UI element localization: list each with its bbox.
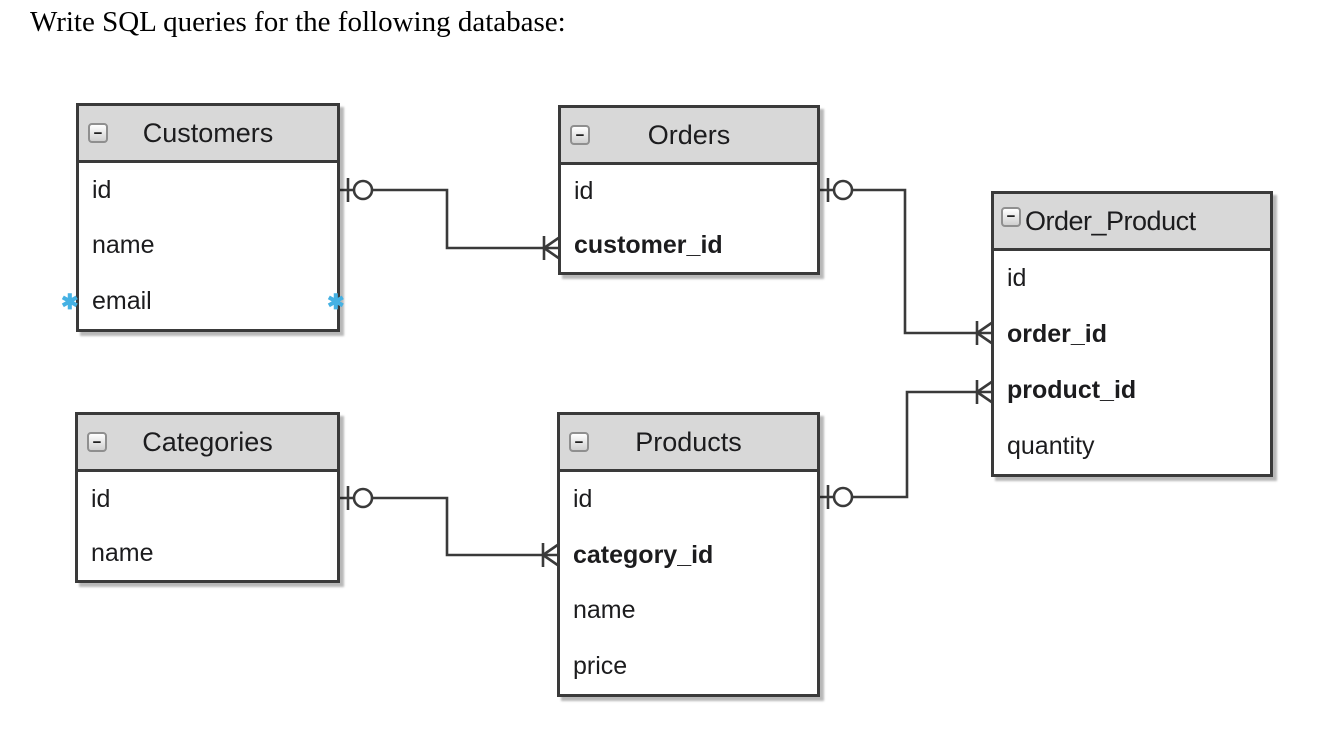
table-title: Orders	[647, 119, 731, 150]
field-row-name[interactable]: name	[573, 596, 636, 625]
relationship-products-orderproduct	[818, 379, 994, 509]
selection-asterisk-left: ✱	[61, 291, 79, 314]
relationship-categories-products	[338, 486, 560, 568]
table-title: Products	[635, 426, 742, 457]
collapse-icon[interactable]: −	[88, 123, 108, 143]
connector-line	[818, 188, 977, 335]
table-title: Categories	[142, 426, 273, 457]
relationship-orders-orderproduct	[818, 178, 994, 346]
collapse-icon[interactable]: −	[87, 432, 107, 452]
field-row-category-id[interactable]: category_id	[573, 540, 714, 569]
table-customers-header[interactable]: − Customers	[79, 106, 337, 163]
field-row-id[interactable]: id	[1007, 264, 1027, 293]
crow-foot	[976, 320, 994, 346]
connector-line	[338, 496, 543, 557]
crow-foot	[543, 235, 561, 261]
zero-circle	[832, 179, 854, 201]
relationship-customers-orders	[338, 178, 561, 261]
crow-foot	[542, 542, 560, 568]
field-row-id[interactable]: id	[573, 485, 593, 514]
field-row-order-id[interactable]: order_id	[1007, 320, 1108, 349]
zero-circle	[352, 487, 374, 509]
field-row-id[interactable]: id	[91, 484, 111, 513]
table-order-product[interactable]: − Order_Product id order_id product_id q…	[991, 191, 1273, 477]
field-row-name[interactable]: name	[92, 231, 155, 260]
field-row-product-id[interactable]: product_id	[1007, 375, 1137, 404]
table-categories-header[interactable]: − Categories	[78, 415, 337, 472]
selection-asterisk-right: ✱	[327, 291, 345, 314]
table-orders-header[interactable]: − Orders	[561, 108, 817, 165]
field-row-price[interactable]: price	[573, 651, 628, 680]
connector-line	[818, 390, 977, 499]
table-order-product-header[interactable]: − Order_Product	[994, 194, 1270, 251]
connector-line	[338, 188, 544, 250]
table-products-header[interactable]: − Products	[560, 415, 817, 472]
page-title: Write SQL queries for the following data…	[30, 6, 566, 38]
crow-foot	[976, 379, 994, 405]
zero-circle	[352, 179, 374, 201]
table-customers[interactable]: − Customers id name email	[76, 103, 340, 332]
table-categories[interactable]: − Categories id name	[75, 412, 340, 583]
field-row-email[interactable]: email	[92, 286, 152, 315]
collapse-icon[interactable]: −	[570, 125, 590, 145]
table-title: Customers	[142, 117, 274, 148]
field-row-id[interactable]: id	[574, 177, 594, 206]
field-row-customer-id[interactable]: customer_id	[574, 230, 723, 259]
field-row-name[interactable]: name	[91, 538, 154, 567]
field-row-id[interactable]: id	[92, 176, 112, 205]
field-row-quantity[interactable]: quantity	[1007, 431, 1095, 460]
collapse-icon[interactable]: −	[569, 432, 589, 452]
table-products[interactable]: − Products id category_id name price	[557, 412, 820, 697]
collapse-icon[interactable]: −	[1001, 206, 1021, 227]
table-orders[interactable]: − Orders id customer_id	[558, 105, 820, 275]
zero-circle	[832, 486, 854, 508]
table-title: Order_Product	[1025, 205, 1196, 236]
